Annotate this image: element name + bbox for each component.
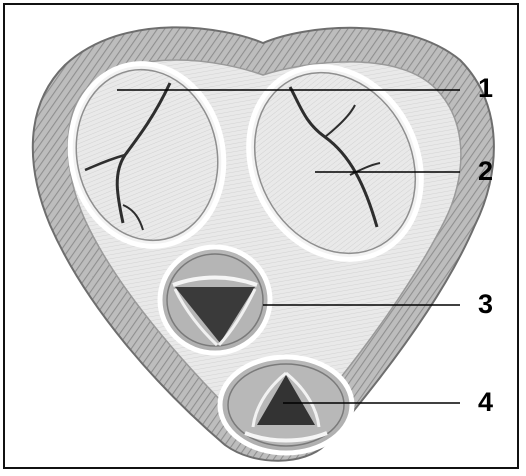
label-2: 2 <box>478 158 493 185</box>
label-3: 3 <box>478 291 493 318</box>
valve-4 <box>220 357 352 453</box>
figure-frame: 1 2 3 4 <box>3 3 519 469</box>
label-4: 4 <box>478 389 493 416</box>
heart-valves-illustration <box>5 5 517 467</box>
label-1: 1 <box>478 75 493 102</box>
valve-3 <box>160 247 270 353</box>
